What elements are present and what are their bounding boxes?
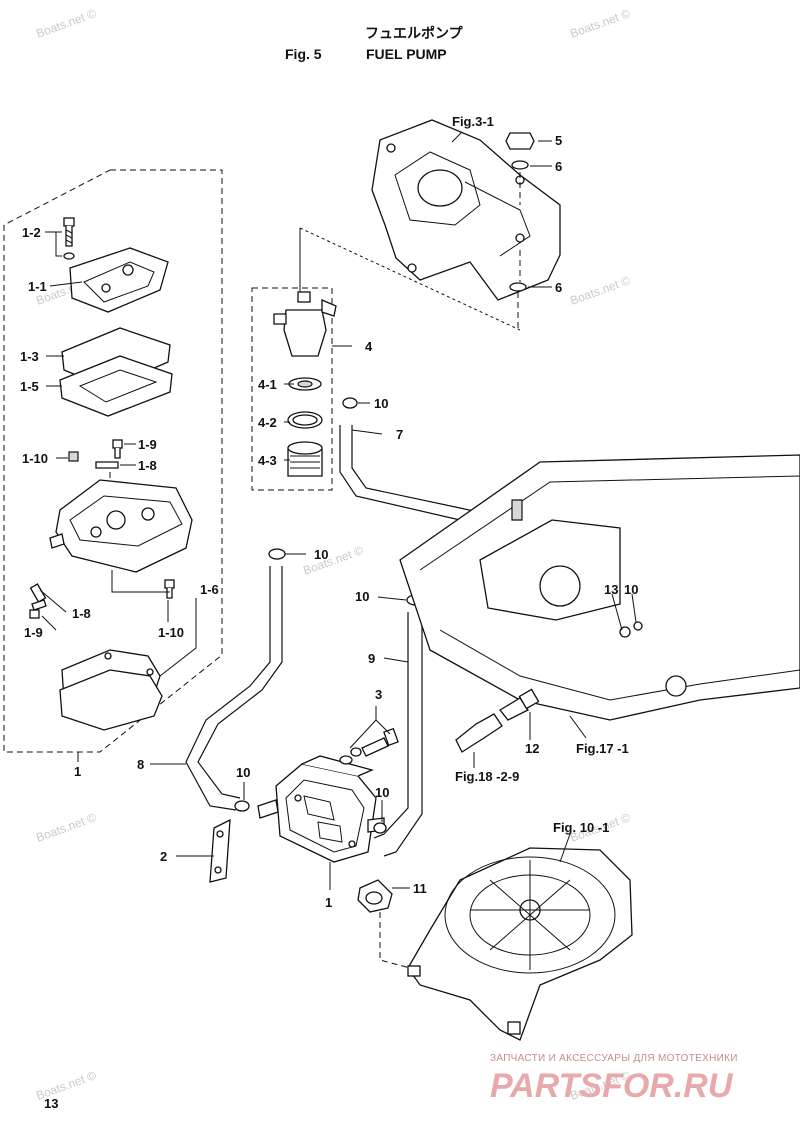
filter-assembly-box bbox=[251, 287, 333, 491]
label-1-8-lower: 1-8 bbox=[72, 606, 91, 621]
label-1-9: 1-9 bbox=[138, 437, 157, 452]
clamp-part-11 bbox=[357, 879, 393, 913]
label-4-2: 4-2 bbox=[258, 415, 277, 430]
page-number: 13 bbox=[44, 1096, 58, 1111]
fig-3-1-ref: Fig.3-1 bbox=[452, 114, 494, 129]
label-3: 3 bbox=[375, 687, 382, 702]
label-10-d: 10 bbox=[624, 582, 638, 597]
watermark: Boats.net © bbox=[568, 273, 632, 308]
fuel-pump-part-1 bbox=[257, 755, 385, 863]
label-1-pump: 1 bbox=[325, 895, 332, 910]
label-1-6: 1-6 bbox=[200, 582, 219, 597]
pump-body bbox=[55, 479, 193, 573]
clip-part-10 bbox=[373, 822, 387, 834]
label-10-e: 10 bbox=[236, 765, 250, 780]
watermark: Boats.net © bbox=[568, 6, 632, 41]
washer-part-6-lower bbox=[509, 282, 527, 292]
fig-17-1-ref: Fig.17 -1 bbox=[576, 741, 629, 756]
fuel-hose-part-8 bbox=[185, 566, 271, 811]
nut-part-5 bbox=[505, 132, 535, 150]
label-11: 11 bbox=[413, 881, 427, 896]
gasket-part-1-5 bbox=[59, 355, 173, 417]
label-7: 7 bbox=[396, 427, 403, 442]
lower-cowling-ref bbox=[399, 454, 800, 721]
watermark: Boats.net © bbox=[34, 6, 98, 41]
fuel-connector-part-12 bbox=[455, 688, 540, 753]
label-1-3: 1-3 bbox=[20, 349, 39, 364]
screw-part-1-2 bbox=[63, 217, 75, 260]
label-4-3: 4-3 bbox=[258, 453, 277, 468]
callout-labels: 1-2 1-1 1-3 1-5 1-9 1-10 1-8 1-8 1-9 1-1… bbox=[20, 114, 638, 910]
pump-cover-part-1-1 bbox=[69, 247, 169, 313]
assembly-boundary bbox=[3, 169, 223, 753]
label-1-10: 1-10 bbox=[22, 451, 48, 466]
bolt-part-3 bbox=[339, 727, 399, 765]
label-1-5: 1-5 bbox=[20, 379, 39, 394]
upper-housing-ref bbox=[371, 119, 561, 301]
title-japanese: フュエルポンプ bbox=[365, 25, 464, 41]
fig-10-1-ref: Fig. 10 -1 bbox=[553, 820, 609, 835]
label-1-2: 1-2 bbox=[22, 225, 41, 240]
fitting-part-13 bbox=[619, 626, 631, 638]
clip-part-10 bbox=[234, 800, 250, 812]
label-6: 6 bbox=[555, 159, 562, 174]
label-4-1: 4-1 bbox=[258, 377, 277, 392]
label-1-10-lower: 1-10 bbox=[158, 625, 184, 640]
lower-valve-parts bbox=[29, 579, 175, 619]
flywheel-cover-ref bbox=[407, 847, 633, 1041]
washer-part-6 bbox=[511, 160, 529, 170]
label-12: 12 bbox=[525, 741, 539, 756]
fuel-hose-part-9 bbox=[373, 612, 409, 839]
label-10-c: 10 bbox=[355, 589, 369, 604]
figure-title: FUEL PUMP bbox=[366, 46, 447, 62]
bracket-part-2 bbox=[209, 818, 231, 883]
label-1-assembly: 1 bbox=[74, 764, 81, 779]
label-10-f: 10 bbox=[375, 785, 389, 800]
lower-gasket bbox=[59, 669, 163, 731]
label-9: 9 bbox=[368, 651, 375, 666]
label-6-lower: 6 bbox=[555, 280, 562, 295]
fuel-filter-part-4 bbox=[273, 291, 337, 477]
watermark: Boats.net © bbox=[301, 543, 365, 578]
clip-part-10 bbox=[268, 548, 286, 560]
fig-18-2-9-ref: Fig.18 -2-9 bbox=[455, 769, 519, 784]
label-1-9-lower: 1-9 bbox=[24, 625, 43, 640]
label-2: 2 bbox=[160, 849, 167, 864]
brand-tagline: ЗАПЧАСТИ И АКСЕССУАРЫ ДЛЯ МОТОТЕХНИКИ bbox=[490, 1053, 738, 1064]
clip-part-10 bbox=[342, 397, 358, 409]
watermark: Boats.net © bbox=[34, 810, 98, 845]
label-10-a: 10 bbox=[374, 396, 388, 411]
label-10-b: 10 bbox=[314, 547, 328, 562]
label-5: 5 bbox=[555, 133, 562, 148]
label-4: 4 bbox=[365, 339, 373, 354]
label-8: 8 bbox=[137, 757, 144, 772]
brand-logo: PARTSFOR.RU bbox=[490, 1067, 734, 1105]
check-valve-parts bbox=[68, 439, 123, 469]
label-13: 13 bbox=[604, 582, 618, 597]
label-1-8: 1-8 bbox=[138, 458, 157, 473]
figure-number: Fig. 5 bbox=[285, 46, 322, 62]
label-1-1: 1-1 bbox=[28, 279, 47, 294]
